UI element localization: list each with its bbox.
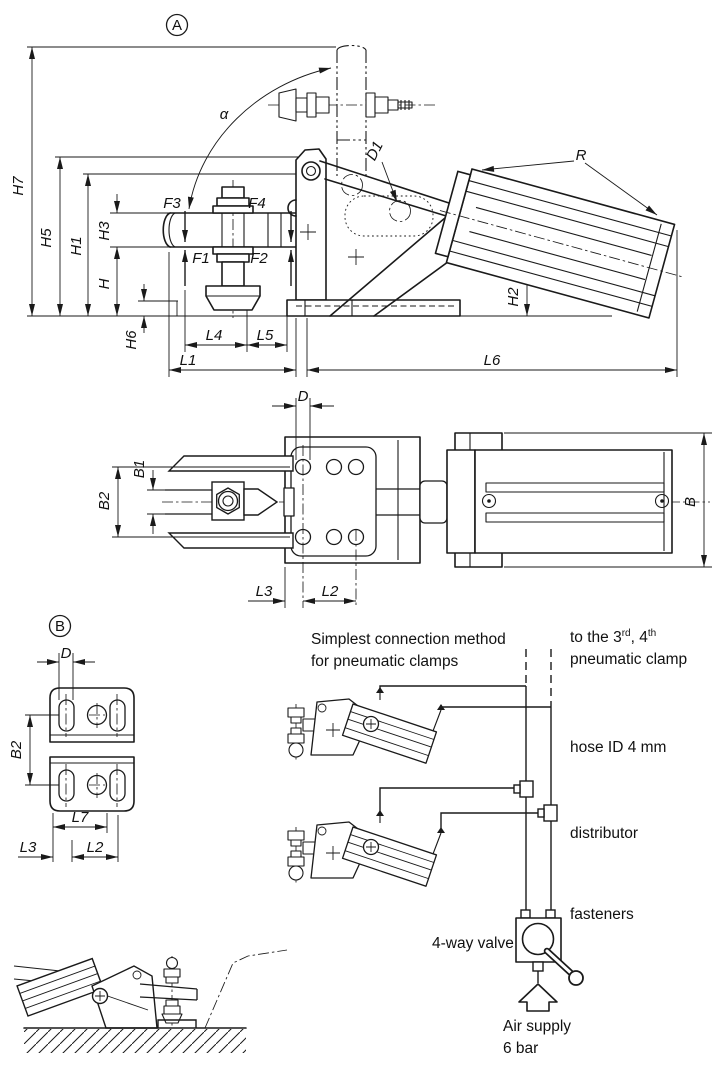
bracket-plates [49, 687, 135, 812]
pneumatic-schematic [287, 649, 584, 1012]
mounting-bracket [286, 148, 461, 317]
top-view: D B1 B2 B L3 L2 [96, 388, 712, 608]
dim-d1: D1 [363, 139, 387, 164]
application-example [13, 949, 288, 1053]
hose-label: hose ID 4 mm [570, 739, 667, 756]
dim-l6: L6 [484, 352, 501, 369]
top-view-dimension-lines [112, 398, 712, 608]
side-view: A H7 H5 H1 H3 H H6 F3 F4 F1 F2 α D1 R H2… [10, 13, 684, 377]
schematic-title-line2: for pneumatic clamps [311, 653, 459, 670]
detail-marker-a-circle [165, 13, 189, 37]
dim-h: H [96, 278, 113, 289]
schematic-title-line1: Simplest connection method [311, 631, 506, 648]
schematic-clamp-1 [287, 686, 446, 764]
dim-l3-bracket: L3 [20, 839, 37, 856]
dim-l3-top: L3 [256, 583, 273, 600]
dim-d-bracket: D [61, 645, 72, 662]
clamp-bar [162, 180, 297, 318]
dim-l2-top: L2 [322, 583, 339, 600]
dim-b: B [682, 497, 699, 507]
distributor-label: distributor [570, 825, 639, 842]
destination-line1: to the 3rd, 4th [570, 627, 657, 646]
air-supply-label: Air supply 6 bar [503, 1016, 571, 1060]
dim-h7: H7 [10, 176, 27, 196]
valve-label: 4-way valve [432, 935, 514, 952]
bracket-dimension-lines [18, 653, 119, 862]
dim-b2-bracket: B2 [8, 740, 25, 759]
four-way-valve [515, 909, 584, 986]
phantom-open-arm [268, 44, 436, 176]
pneumatic-cylinder [434, 168, 684, 319]
dim-alpha: α [220, 106, 229, 123]
dim-h6: H6 [123, 330, 140, 350]
dim-h5: H5 [38, 228, 55, 248]
destination-label: to the 3rd, 4th pneumatic clamp [570, 627, 687, 671]
dim-l2-bracket: L2 [87, 839, 104, 856]
force-f1: F1 [192, 250, 210, 267]
air-supply-line2: 6 bar [503, 1040, 539, 1057]
force-f3: F3 [163, 195, 181, 212]
force-f4: F4 [248, 195, 266, 212]
dim-l5: L5 [257, 327, 274, 344]
dim-l1: L1 [180, 352, 197, 369]
detail-marker-b: B [55, 618, 65, 635]
dim-h3: H3 [96, 221, 113, 241]
dim-r: R [576, 147, 587, 164]
schematic-title: Simplest connection method for pneumatic… [311, 629, 506, 673]
dim-b1: B1 [131, 460, 148, 478]
dim-l7: L7 [72, 809, 89, 826]
air-supply-arrow-icon [518, 983, 558, 1012]
dim-b2-top: B2 [96, 491, 113, 510]
top-view-body [284, 432, 673, 568]
dim-h2: H2 [505, 287, 522, 307]
distributor-fittings [513, 780, 558, 822]
ground-hatching [24, 1029, 246, 1053]
air-supply-line1: Air supply [503, 1018, 572, 1035]
detail-marker-b-circle [48, 614, 72, 638]
schematic-clamp-2 [287, 809, 446, 887]
dim-l4: L4 [206, 327, 223, 344]
force-f2: F2 [250, 250, 268, 267]
dim-h1: H1 [68, 236, 85, 255]
dim-d-top: D [298, 388, 309, 405]
side-view-dimension-lines [27, 46, 678, 377]
fasteners-label: fasteners [570, 906, 634, 923]
destination-line2: pneumatic clamp [570, 651, 688, 668]
detail-marker-a: A [172, 17, 182, 34]
bracket-view: B D B2 L7 L3 L2 [8, 614, 135, 862]
